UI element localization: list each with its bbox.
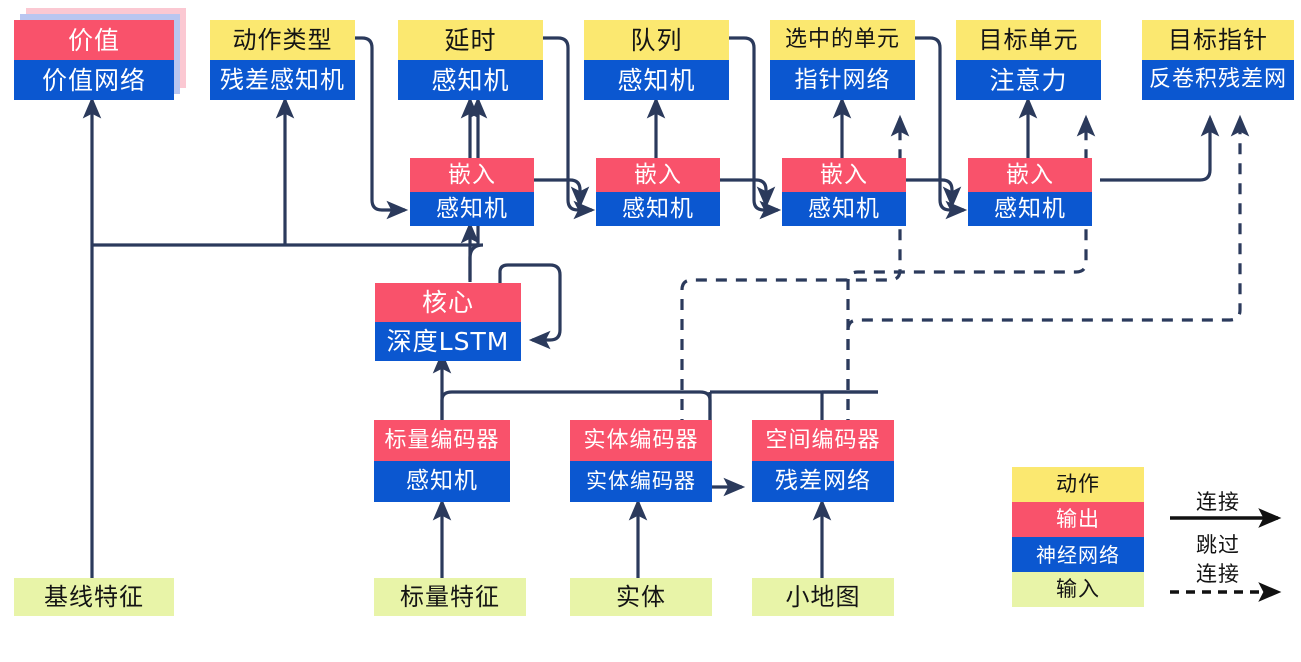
- node-delay-network-label: 感知机: [398, 60, 543, 100]
- node-target-unit[interactable]: 目标单元 注意力: [956, 20, 1101, 100]
- node-embed-4-output-label: 嵌入: [968, 158, 1092, 192]
- legend-skip-label-line1: 跳过: [1196, 533, 1240, 557]
- input-minimap[interactable]: 小地图: [752, 578, 894, 616]
- node-embed-2-output-label: 嵌入: [596, 158, 720, 192]
- node-spatial-encoder[interactable]: 空间编码器 残差网络: [752, 420, 894, 502]
- node-queue[interactable]: 队列 感知机: [584, 20, 729, 100]
- legend-output-swatch: 输出: [1012, 502, 1144, 537]
- wire-core-out-left: [468, 243, 484, 280]
- wire-embed3-to-embed4: [906, 178, 962, 209]
- node-target-pointer-action-label: 目标指针: [1142, 20, 1294, 60]
- node-embed-1[interactable]: 嵌入 感知机: [410, 158, 534, 226]
- wire-embed4-to-targetpointer: [1100, 114, 1220, 182]
- input-baseline-features[interactable]: 基线特征: [14, 578, 174, 616]
- node-action-type-network-label: 残差感知机: [210, 60, 355, 100]
- node-embed-3-output-label: 嵌入: [782, 158, 906, 192]
- node-spatial-encoder-output-label: 空间编码器: [752, 420, 894, 461]
- node-entity-encoder-output-label: 实体编码器: [570, 420, 712, 461]
- node-target-pointer-network-label: 反卷积残差网: [1142, 60, 1294, 100]
- node-queue-action-label: 队列: [584, 20, 729, 60]
- node-embed-1-output-label: 嵌入: [410, 158, 534, 192]
- node-spatial-encoder-network-label: 残差网络: [752, 461, 894, 502]
- legend-skip-label-line2: 连接: [1196, 562, 1240, 586]
- node-embed-4[interactable]: 嵌入 感知机: [968, 158, 1092, 226]
- node-embed-3[interactable]: 嵌入 感知机: [782, 158, 906, 226]
- node-value[interactable]: 价值 价值网络: [14, 20, 174, 100]
- node-embed-2-network-label: 感知机: [596, 192, 720, 226]
- node-delay[interactable]: 延时 感知机: [398, 20, 543, 100]
- node-entity-encoder-network-label: 实体编码器: [570, 461, 712, 502]
- wire-embed1-to-embed2: [534, 178, 590, 209]
- node-action-type[interactable]: 动作类型 残差感知机: [210, 20, 355, 100]
- node-core[interactable]: 核心 深度LSTM: [375, 283, 521, 361]
- node-queue-network-label: 感知机: [584, 60, 729, 100]
- legend-swatches: 动作 输出 神经网络 输入: [1012, 467, 1144, 607]
- legend-network-swatch: 神经网络: [1012, 537, 1144, 572]
- node-embed-2[interactable]: 嵌入 感知机: [596, 158, 720, 226]
- input-entities[interactable]: 实体: [570, 578, 712, 616]
- node-embed-3-network-label: 感知机: [782, 192, 906, 226]
- node-delay-action-label: 延时: [398, 20, 543, 60]
- node-embed-4-network-label: 感知机: [968, 192, 1092, 226]
- wire-encoder-bus-a: [440, 390, 712, 420]
- node-target-unit-action-label: 目标单元: [956, 20, 1101, 60]
- node-scalar-encoder-output-label: 标量编码器: [374, 420, 510, 461]
- input-scalar-features[interactable]: 标量特征: [374, 578, 526, 616]
- node-target-pointer[interactable]: 目标指针 反卷积残差网: [1142, 20, 1294, 100]
- node-core-output-label: 核心: [375, 283, 521, 322]
- legend-input-swatch: 输入: [1012, 572, 1144, 607]
- node-scalar-encoder-network-label: 感知机: [374, 461, 510, 502]
- node-value-network-label: 价值网络: [14, 60, 174, 100]
- node-value-output-label: 价值: [14, 20, 174, 60]
- legend-connection-label: 连接: [1196, 490, 1240, 514]
- node-target-unit-network-label: 注意力: [956, 60, 1101, 100]
- node-selected-units-action-label: 选中的单元: [770, 20, 915, 60]
- wire-embed2-to-embed3: [720, 178, 776, 209]
- node-selected-units[interactable]: 选中的单元 指针网络: [770, 20, 915, 100]
- legend-action-swatch: 动作: [1012, 467, 1144, 502]
- node-embed-1-network-label: 感知机: [410, 192, 534, 226]
- node-core-network-label: 深度LSTM: [375, 322, 521, 361]
- node-selected-units-network-label: 指针网络: [770, 60, 915, 100]
- node-scalar-encoder[interactable]: 标量编码器 感知机: [374, 420, 510, 502]
- node-action-type-action-label: 动作类型: [210, 20, 355, 60]
- legend-arrow-glyphs: [1170, 508, 1282, 602]
- node-entity-encoder[interactable]: 实体编码器 实体编码器: [570, 420, 712, 502]
